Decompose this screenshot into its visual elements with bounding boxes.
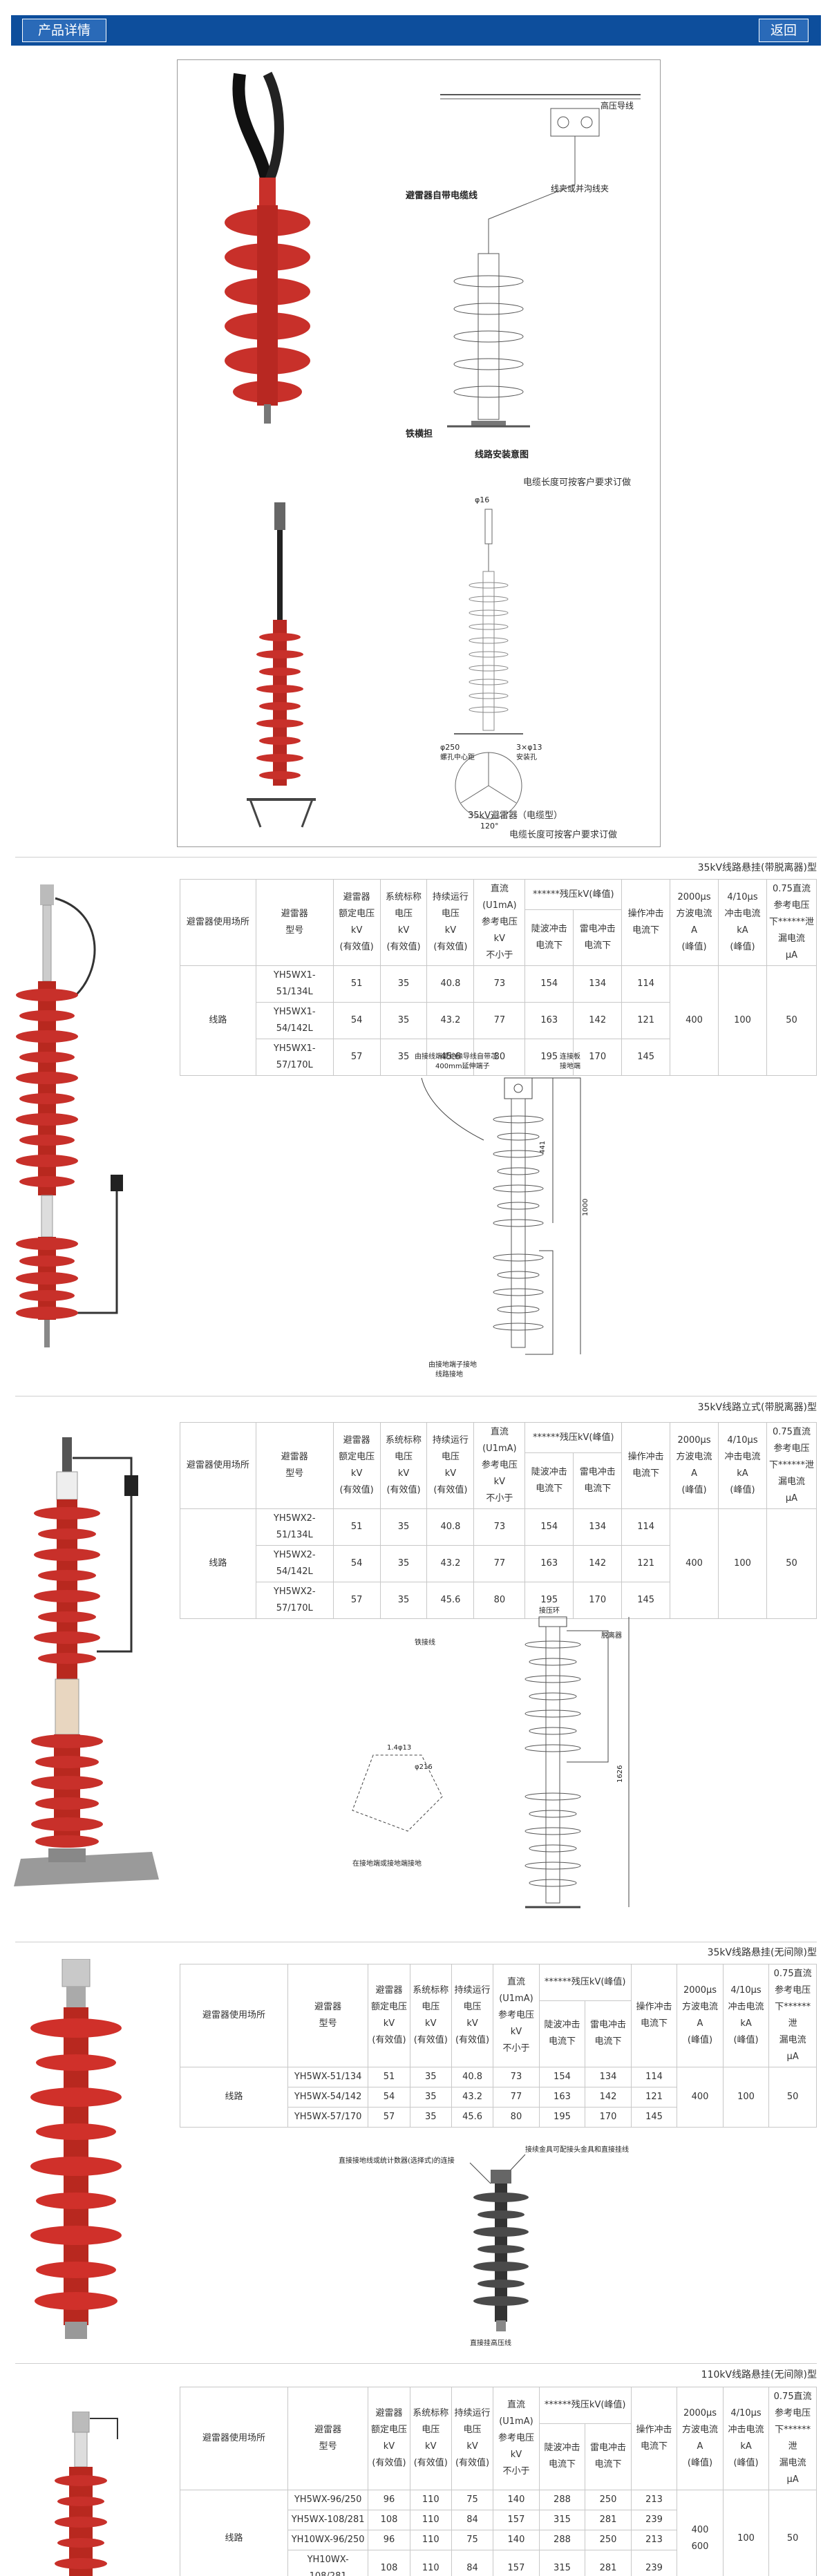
svg-text:由接线端或绝缘导线自带芯: 由接线端或绝缘导线自带芯 bbox=[415, 1052, 498, 1061]
svg-text:1.4φ13: 1.4φ13 bbox=[387, 1744, 411, 1752]
back-button[interactable]: 返回 bbox=[758, 19, 809, 42]
svg-text:连接板: 连接板 bbox=[560, 1052, 580, 1061]
label-holes2: 安装孔 bbox=[516, 752, 537, 761]
installation-diagram: 高压导线 避雷器自带电缆线 线夹或并沟线夹 铁横担 线路安装意图 bbox=[406, 94, 641, 460]
svg-text:φ216: φ216 bbox=[415, 1763, 433, 1771]
label-clamp: 线夹或并沟线夹 bbox=[551, 184, 609, 193]
arrester-cable-photo bbox=[225, 71, 310, 424]
svg-text:线路接地: 线路接地 bbox=[435, 1370, 463, 1379]
product-photo-2 bbox=[14, 1437, 159, 1886]
svg-text:直接挂高压线: 直接挂高压线 bbox=[470, 2338, 511, 2347]
section-divider bbox=[15, 857, 817, 858]
svg-text:铁接线: 铁接线 bbox=[415, 1638, 435, 1647]
svg-text:脱离器: 脱离器 bbox=[601, 1631, 622, 1640]
svg-text:1626: 1626 bbox=[616, 1765, 624, 1783]
section-title: 35kV线路悬挂(无间隙)型 bbox=[707, 1947, 817, 1958]
figure1-note: 电缆长度可按客户要求订做 bbox=[523, 477, 632, 488]
svg-text:接续金具可配接头金具和直接挂线: 接续金具可配接头金具和直接挂线 bbox=[525, 2145, 629, 2154]
label-wire: 高压导线 bbox=[601, 100, 634, 111]
product-photo-3 bbox=[30, 1959, 122, 2339]
label-d250: φ250 bbox=[440, 743, 460, 752]
product-figure-frame: 高压导线 避雷器自带电缆线 线夹或并沟线夹 铁横担 线路安装意图 电缆长度可按客… bbox=[177, 59, 661, 847]
svg-text:441: 441 bbox=[539, 1141, 547, 1154]
figure2-caption: 35kV避雷器（电缆型） bbox=[468, 811, 562, 821]
product-photo-1 bbox=[16, 884, 123, 1347]
label-d16: φ16 bbox=[475, 495, 489, 504]
upright-drawing-2: 接压环 铁接线 脱离器 1626 1.4φ13 φ216 在接地端或接地端接地 bbox=[352, 1606, 630, 1909]
svg-text:由接地端子接地: 由接地端子接地 bbox=[428, 1360, 477, 1369]
svg-text:1000: 1000 bbox=[582, 1199, 589, 1216]
section-title: 35kV线路悬挂(带脱离器)型 bbox=[697, 862, 817, 873]
header-place: 避雷器使用场所 bbox=[186, 917, 249, 927]
hanging-drawing-3: 接续金具可配接头金具和直接挂线 直接接地线或统计数器(选择式)的连接 直接挂高压… bbox=[339, 2145, 629, 2347]
svg-text:400mm延伸端子: 400mm延伸端子 bbox=[435, 1061, 490, 1070]
svg-text:接地端: 接地端 bbox=[560, 1061, 580, 1070]
section-title: 35kV线路立式(带脱离器)型 bbox=[697, 1402, 817, 1413]
svg-text:接压环: 接压环 bbox=[539, 1606, 560, 1615]
label-angle: 120° bbox=[480, 822, 499, 831]
section-title: 110kV线路悬挂(无间隙)型 bbox=[701, 2369, 817, 2380]
label-diagram: 线路安装意图 bbox=[475, 449, 529, 460]
hanging-drawing-1: 由接线端或绝缘导线自带芯 400mm延伸端子 连接板 接地端 441 1000 … bbox=[415, 1052, 589, 1379]
section-divider bbox=[15, 2363, 817, 2364]
label-holes: 3×φ13 bbox=[516, 743, 542, 752]
figure2-note: 电缆长度可按客户要求订做 bbox=[509, 830, 618, 840]
page-title-tab[interactable]: 产品详情 bbox=[22, 19, 107, 42]
arrester-upright-photo bbox=[247, 502, 316, 828]
svg-text:直接接地线或统计数器(选择式)的连接: 直接接地线或统计数器(选择式)的连接 bbox=[339, 2156, 455, 2165]
product-photo-4 bbox=[55, 2412, 118, 2576]
svg-text:在接地端或接地端接地: 在接地端或接地端接地 bbox=[352, 1859, 422, 1868]
label-bracket: 铁横担 bbox=[406, 428, 433, 439]
label-arrester: 避雷器自带电缆线 bbox=[406, 190, 478, 201]
dimension-diagram: φ16 φ250 螺孔中心距 3×φ13 安装孔 120° bbox=[440, 495, 542, 831]
page-header: 产品详情 返回 bbox=[11, 15, 821, 46]
label-center: 螺孔中心距 bbox=[440, 752, 475, 761]
